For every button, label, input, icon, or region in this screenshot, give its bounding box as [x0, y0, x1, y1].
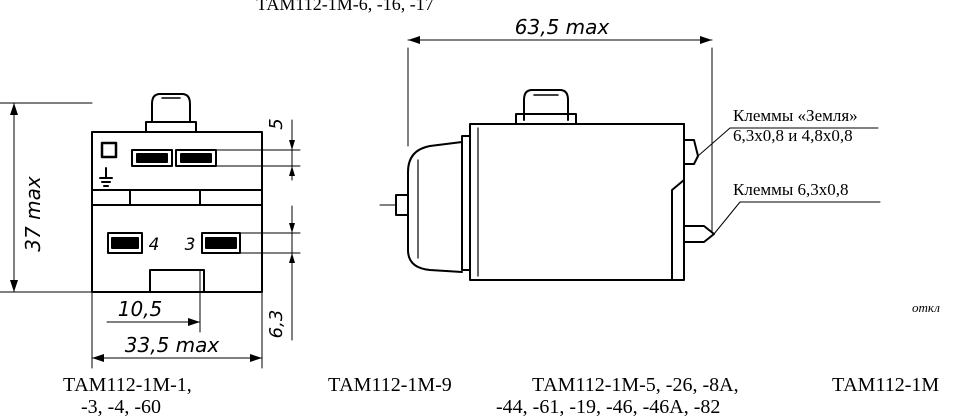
caption-model-9: ТАМ112-1М-9 [328, 374, 452, 396]
side-view [379, 36, 881, 281]
dim-base-width-max: 33,5 max [125, 333, 220, 357]
terminal-number-left: 4 [149, 235, 160, 255]
dim-bottom-gap: 6,3 [266, 310, 287, 339]
ground-terminals-size: 6,3х0,8 и 4,8х0,8 [733, 126, 853, 145]
ground-terminals-label: Клеммы «Земля» [733, 106, 858, 125]
terminals-label: Клеммы 6,3х0,8 [733, 180, 849, 199]
caption-model-1-line-2: -3, -4, -60 [81, 396, 161, 418]
caption-model-partial-line-1: ТАМ112-1М [832, 374, 940, 396]
front-view [0, 93, 301, 369]
partial-label: откл [912, 300, 940, 315]
caption-model-1-line-1: ТАМ112-1М-1, [63, 374, 192, 396]
dim-height-max: 37 max [21, 176, 45, 252]
dim-top-gap: 5 [266, 118, 287, 129]
caption-model-1: ТАМ112-1М-1, -3, -4, -60 [63, 374, 192, 418]
top-caption: ТАМ112-1М-6, -16, -17 [256, 0, 433, 14]
dim-width-max: 63,5 max [515, 15, 610, 39]
caption-model-5: ТАМ112-1М-5, -26, -8А, -44, -61, -19, -4… [496, 374, 739, 418]
dim-offset: 10,5 [118, 297, 163, 321]
caption-model-5-line-2: -44, -61, -19, -46, -46А, -82 [496, 396, 721, 418]
caption-model-9-line-1: ТАМ112-1М-9 [328, 374, 452, 396]
caption-model-partial: ТАМ112-1М [832, 374, 939, 396]
terminal-number-right: 3 [185, 235, 196, 255]
caption-model-5-line-1: ТАМ112-1М-5, -26, -8А, [532, 374, 739, 396]
